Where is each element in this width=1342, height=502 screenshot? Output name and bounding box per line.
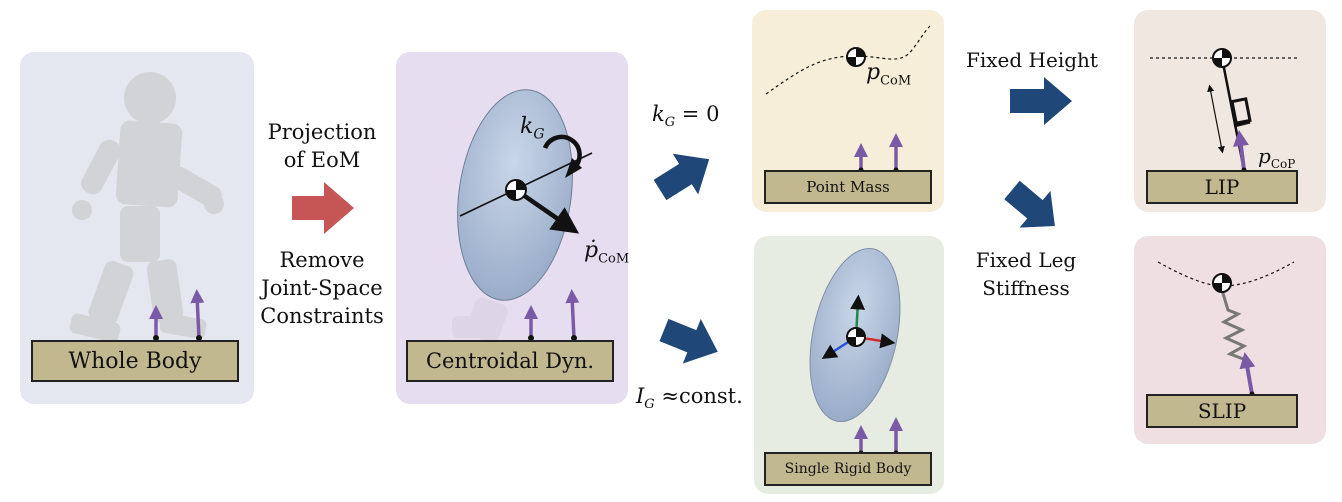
robot-ghost-icon: [452, 297, 508, 343]
projection-title: Projection of EoM: [256, 118, 388, 174]
whole-body-label: Whole Body: [31, 340, 239, 382]
point-mass-label-text: Point Mass: [806, 178, 890, 196]
fixed-leg-line2: Stiffness: [982, 276, 1070, 300]
centroidal-label-text: Centroidal Dyn.: [425, 349, 595, 373]
lip-label-text: LIP: [1204, 175, 1240, 199]
rigid-body-label-text: Single Rigid Body: [784, 461, 912, 477]
ig-subscript: G: [644, 397, 655, 413]
pcom-subscript: CoM: [880, 73, 912, 89]
projection-sub-line2: Joint-Space: [261, 276, 383, 300]
projection-arrow-icon: [292, 182, 354, 234]
pdot-subscript: CoM: [598, 251, 630, 267]
arrow-to-slip-icon: [1004, 180, 1055, 228]
point-mass-label: Point Mass: [764, 170, 932, 204]
robot-silhouette-icon: [69, 72, 224, 343]
projection-subtitle: Remove Joint-Space Constraints: [256, 246, 388, 330]
pcom-symbol: p: [866, 60, 881, 85]
kg-subscript: G: [533, 126, 545, 143]
kg-symbol: k: [520, 114, 534, 139]
kg-zero-rest: = 0: [675, 102, 720, 126]
fixed-leg-label: Fixed Leg Stiffness: [966, 246, 1086, 302]
arrow-to-rigid-body-icon: [659, 318, 718, 364]
point-mass-graphic: [765, 25, 931, 173]
slip-label-text: SLIP: [1197, 399, 1247, 423]
arrow-to-point-mass-icon: [653, 153, 710, 201]
point-mass-pcom-label: pCoM: [866, 60, 911, 88]
fixed-height-label: Fixed Height: [966, 48, 1098, 72]
lip-label: LIP: [1146, 170, 1298, 204]
projection-sub-line1: Remove: [279, 248, 365, 272]
rigid-body-label: Single Rigid Body: [764, 452, 932, 486]
kg-label: kG: [520, 114, 545, 142]
whole-body-forces: [149, 289, 205, 341]
kg-zero-symbol: k: [652, 102, 665, 126]
ig-symbol: I: [636, 384, 645, 408]
slip-label: SLIP: [1146, 394, 1298, 428]
arrow-to-lip-icon: [1010, 77, 1072, 125]
rigid-body-graphic: [809, 247, 903, 456]
pdot-label: ṗCoM: [584, 238, 629, 266]
pdot-symbol: ṗ: [584, 238, 599, 263]
centroidal-body-icon: [457, 89, 593, 301]
slip-graphic: [1157, 261, 1295, 397]
projection-title-line2: of EoM: [283, 148, 361, 172]
lip-graphic: [1150, 48, 1300, 173]
ig-const-rest: ≈const.: [654, 384, 743, 408]
centroidal-label: Centroidal Dyn.: [406, 340, 614, 382]
lip-pcop-label: pCoP: [1258, 144, 1295, 171]
pcop-symbol: p: [1258, 144, 1271, 168]
pcop-subscript: CoP: [1270, 157, 1296, 171]
kg-zero-subscript: G: [664, 115, 676, 131]
fixed-leg-line1: Fixed Leg: [975, 248, 1077, 272]
centroidal-forces: [524, 289, 580, 341]
projection-title-line1: Projection: [267, 120, 377, 144]
whole-body-label-text: Whole Body: [68, 348, 202, 374]
kg-zero-label: kG = 0: [652, 102, 719, 130]
ig-const-label: IG ≈const.: [636, 384, 743, 412]
projection-sub-line3: Constraints: [260, 304, 384, 328]
